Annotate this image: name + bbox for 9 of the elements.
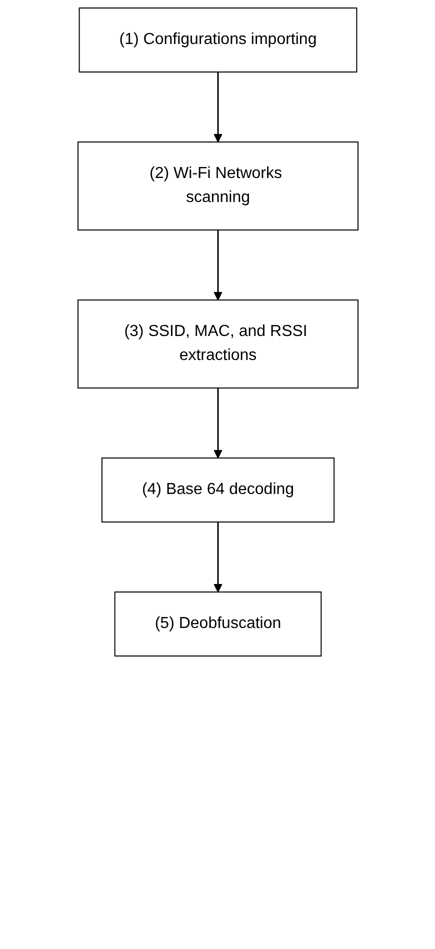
arrow (213, 388, 222, 458)
arrow (213, 72, 222, 142)
node-box: (4) Base 64 decoding (100, 458, 334, 522)
node-box: (3) SSID, MAC, and RSSI extractions (77, 300, 358, 388)
node-box: (2) Wi-Fi Networks scanning (77, 142, 358, 230)
arrow (213, 522, 222, 592)
arrow (213, 230, 222, 300)
node-box: (1) Configurations importing (78, 8, 357, 72)
node-box: (5) Deobfuscation (114, 592, 322, 656)
